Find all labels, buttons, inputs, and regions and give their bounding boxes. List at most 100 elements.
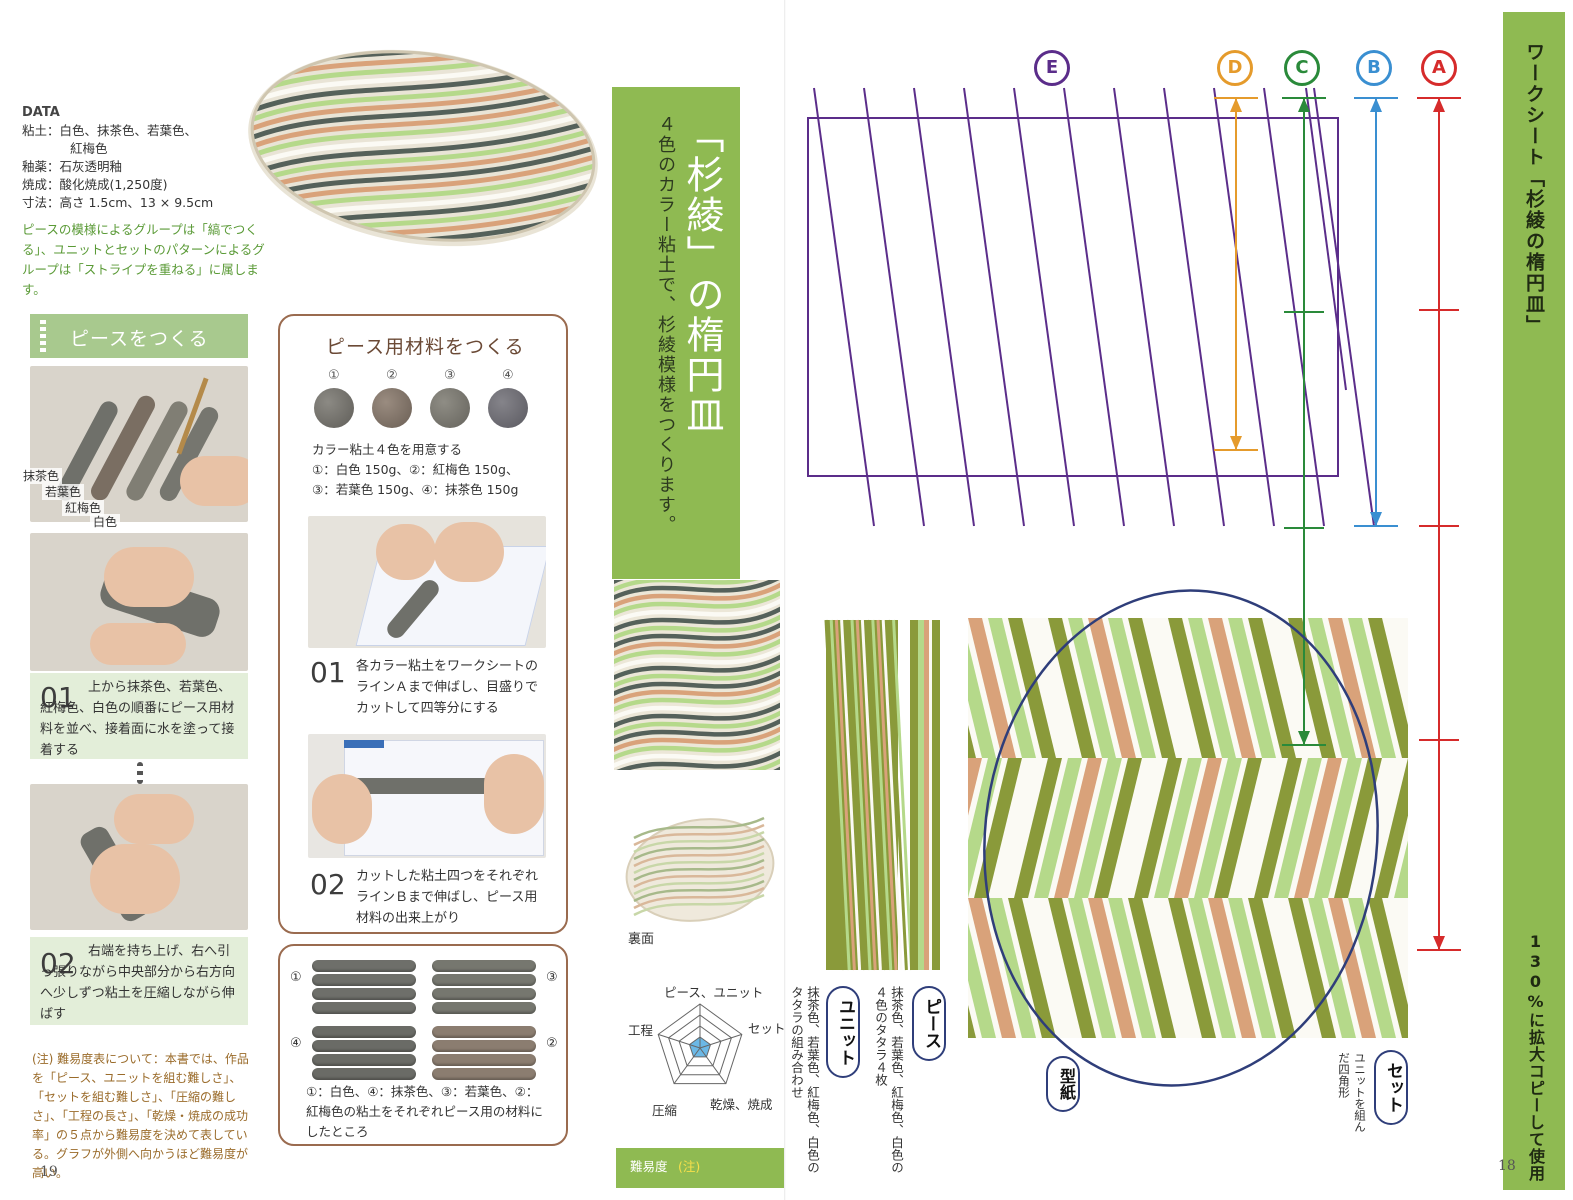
title-band: 「杉綾」の楕円皿 ４色のカラー粘土で、杉綾模様をつくります。 (612, 87, 740, 579)
section-title: ピースをつくる (70, 328, 209, 350)
difficulty-radar (657, 1003, 743, 1085)
page-title: 「杉綾」の楕円皿 (680, 115, 724, 435)
piece-description: 抹茶色、若葉色、紅梅色、白色の４色のタタラ４枚 (873, 986, 904, 1174)
sheet-note: 130%に拡大コピーして使用 (1526, 932, 1545, 1182)
marker-c: C (1284, 50, 1320, 86)
band-stripe-icon (40, 320, 46, 352)
ellipsis-dots-icon (137, 762, 143, 784)
ball-number-1: ① (328, 368, 340, 383)
box-step-2-text: カットした粘土四つをそれぞれラインＢまで伸ばし、ピース用材料の出来上がり (356, 869, 539, 926)
closeup-photo (614, 580, 780, 770)
clay-ball-koubai (372, 388, 412, 428)
rod (312, 1068, 416, 1080)
mold-label: 型紙 (1046, 1056, 1080, 1112)
data-block: DATA 粘土：白色、抹茶色、若葉色、 紅梅色 釉薬：石灰透明釉 焼成：酸化焼成… (22, 104, 252, 212)
step-1-number: 01 (40, 681, 76, 714)
page-number-left: 19 (40, 1164, 58, 1180)
rod (312, 960, 416, 972)
rod (432, 960, 536, 972)
marker-e: E (1034, 50, 1070, 86)
sheet-title: ワークシート「杉綾の楕円皿」 (1523, 42, 1545, 336)
data-line-firing: 焼成：酸化焼成(1,250度) (22, 177, 168, 192)
difficulty-band: 難易度 (注) (616, 1148, 784, 1188)
rod (312, 1054, 416, 1066)
unit-label: ユニット (826, 986, 860, 1078)
marker-a-label: A (1432, 57, 1446, 78)
radar-label-dry-fire: 乾燥、焼成 (710, 1097, 773, 1112)
rod (312, 1002, 416, 1014)
difficulty-note: (注) 難易度表について：本書では、作品を「ピース、ユニットを組む難しさ」、「セ… (32, 1052, 249, 1180)
data-line-clay-cont: 紅梅色 (70, 141, 108, 156)
ball-text-1: カラー粘土４色を用意する (312, 442, 463, 457)
rods-text: ①：白色、④：抹茶色、③：若葉色、②：紅梅色の粘土をそれぞれピース用の材料にした… (306, 1084, 543, 1139)
data-title: DATA (22, 105, 60, 120)
ball-number-2: ② (386, 368, 398, 383)
box-step-2-number: 02 (310, 868, 346, 901)
rods-number-2: ② (546, 1036, 558, 1051)
step-2-box: 02 右端を持ち上げ、右へ引っ張りながら中央部分から右方向へ少しずつ粘土を圧縮し… (30, 937, 248, 1025)
data-line-clay: 粘土：白色、抹茶色、若葉色、 (22, 123, 198, 138)
marker-c-label: C (1295, 57, 1309, 78)
step-2-number: 02 (40, 947, 76, 980)
radar-label-process: 工程 (628, 1023, 654, 1038)
label-matcha: 抹茶色 (20, 468, 63, 484)
rod (312, 988, 416, 1000)
rod (432, 1054, 536, 1066)
rod (312, 974, 416, 986)
rod (432, 1040, 536, 1052)
back-photo (614, 770, 780, 950)
difficulty-suffix: (注) (678, 1159, 701, 1174)
set-label: セット (1374, 1050, 1408, 1125)
piece-label: ピース (912, 986, 946, 1061)
data-line-size: 寸法：高さ 1.5cm、13 × 9.5cm (22, 195, 214, 210)
materials-box: ピース用材料をつくる ① ② ③ ④ カラー粘土４色を用意する ①：白色 150… (278, 314, 568, 934)
worksheet (807, 87, 1461, 1087)
rods-box: ① ③ ④ ② ①：白色、④：抹茶色、③：若葉色、②：紅梅色の粘土をそれぞれピー… (278, 944, 568, 1146)
sheet-roll-photo (308, 516, 546, 648)
clay-ball-matcha (488, 388, 528, 428)
rod (432, 974, 536, 986)
ball-number-4: ④ (502, 368, 514, 383)
marker-b-label: B (1367, 57, 1381, 78)
back-label: 裏面 (628, 932, 655, 947)
step-1-text: 上から抹茶色、若葉色、紅梅色、白色の順番にピース用材料を並べ、接着面に水を塗って… (40, 680, 235, 758)
rod (312, 1040, 416, 1052)
box-step-1-number: 01 (310, 656, 346, 689)
rods-number-4: ④ (290, 1036, 302, 1051)
clay-ball-white (314, 388, 354, 428)
rod (432, 1026, 536, 1038)
plate-photo (240, 44, 607, 254)
marker-a: A (1421, 50, 1457, 86)
box-step-1-text: 各カラー粘土をワークシートのラインＡまで伸ばし、目盛りでカットして四等分にする (356, 659, 539, 716)
rod (432, 1068, 536, 1080)
bundle-photo (30, 533, 248, 671)
rod (312, 1026, 416, 1038)
radar-label-compress: 圧縮 (652, 1103, 678, 1118)
set-description: ユニットを組んだ四角形 (1337, 1052, 1367, 1133)
marker-b: B (1356, 50, 1392, 86)
radar-label-set: セット (748, 1021, 786, 1036)
step-2-text: 右端を持ち上げ、右へ引っ張りながら中央部分から右方向へ少しずつ粘土を圧縮しながら… (40, 944, 236, 1022)
rod (432, 988, 536, 1000)
rods-illustration (312, 956, 540, 1080)
marker-d: D (1217, 50, 1253, 86)
sheet-band: ワークシート「杉綾の楕円皿」 130%に拡大コピーして使用 (1503, 12, 1565, 1190)
difficulty-label: 難易度 (630, 1159, 668, 1174)
clay-ball-wakaba (430, 388, 470, 428)
stretch-photo (30, 784, 248, 930)
radar-label-piece-unit: ピース、ユニット (664, 985, 764, 1000)
marker-e-label: E (1045, 57, 1059, 78)
label-wakaba: 若葉色 (42, 484, 85, 500)
line-b-photo (308, 734, 546, 858)
group-note: ピースの模様によるグループは「縞でつくる」、ユニットとセットのパターンによるグル… (22, 222, 265, 297)
rods-number-1: ① (290, 970, 302, 985)
page-subtitle: ４色のカラー粘土で、杉綾模様をつくります。 (655, 115, 676, 535)
marker-d-label: D (1227, 57, 1243, 78)
rod (432, 1002, 536, 1014)
data-line-glaze: 釉薬：石灰透明釉 (22, 159, 123, 174)
label-white: 白色 (90, 514, 121, 530)
page-number-right: 18 (1498, 1158, 1516, 1174)
section-band: ピースをつくる (30, 314, 248, 358)
label-koubai: 紅梅色 (62, 500, 105, 516)
step-1-box: 01 上から抹茶色、若葉色、紅梅色、白色の順番にピース用材料を並べ、接着面に水を… (30, 673, 248, 759)
